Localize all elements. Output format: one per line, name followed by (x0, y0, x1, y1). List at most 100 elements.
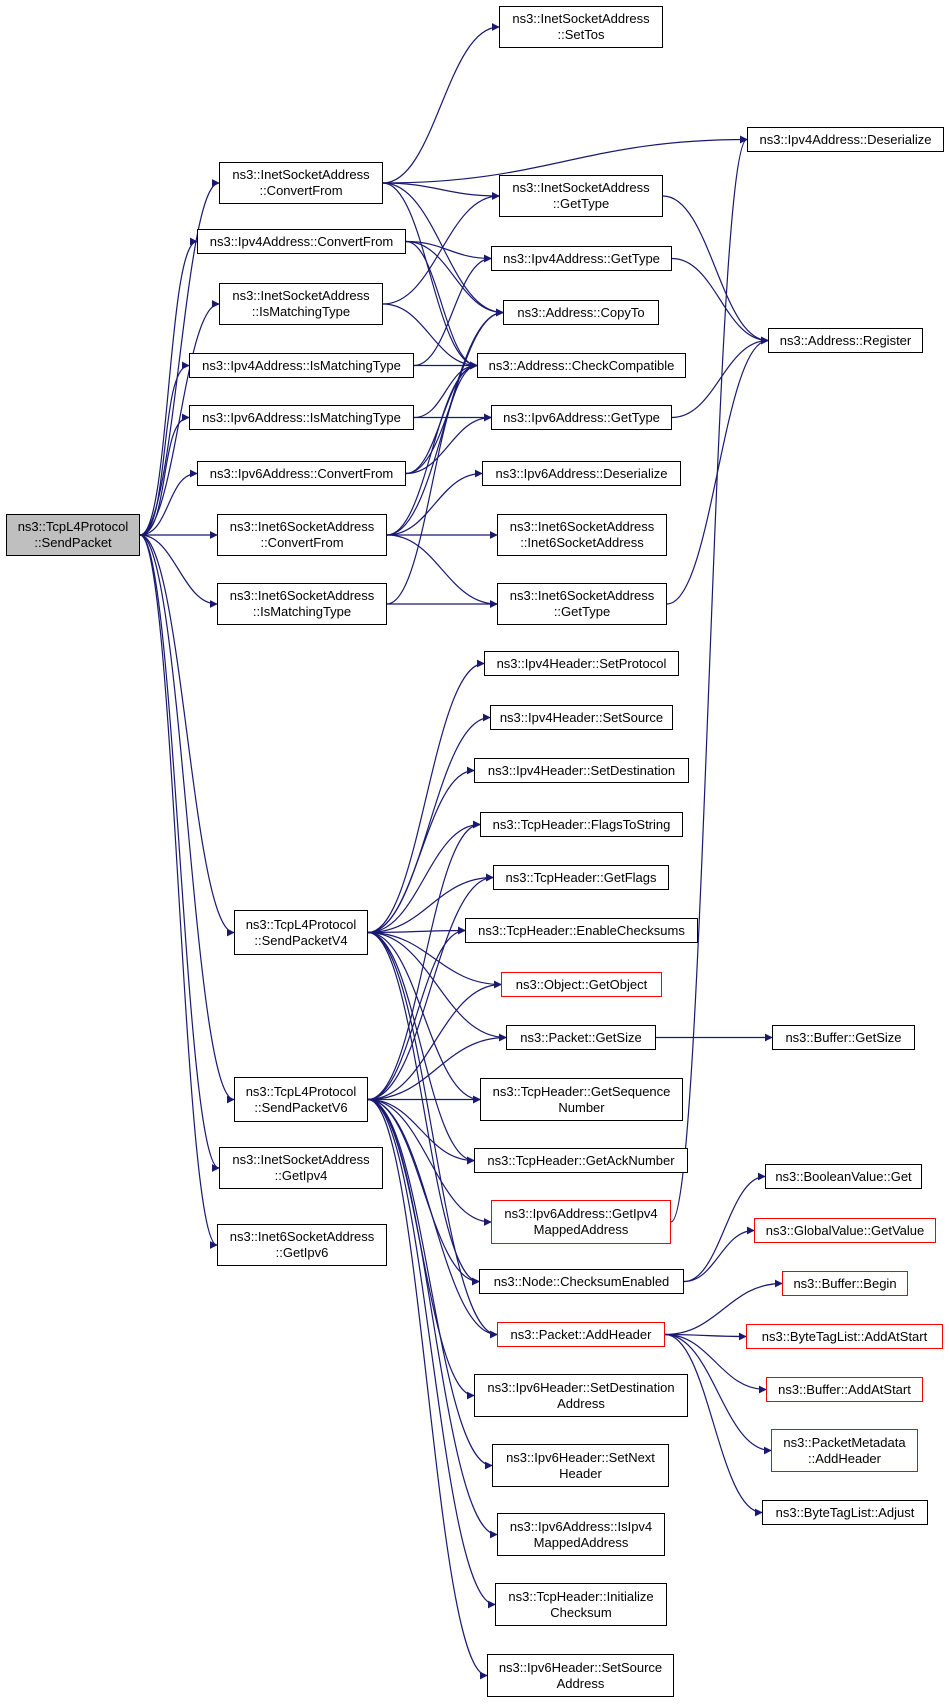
node-tcpl4protocol-sendpacketv6[interactable]: ns3::TcpL4Protocol::SendPacketV6 (234, 1077, 368, 1122)
edge-i6sa_convertfrom-to-addr_checkcompatible (386, 361, 478, 536)
edge-node_checksumenabled-to-globalvalue_getvalue (683, 1226, 755, 1283)
node-buffer-addatstart[interactable]: ns3::Buffer::AddAtStart (766, 1377, 923, 1402)
edge-sendpacketv6-to-tcph_getflags (367, 873, 494, 1101)
node-inet6socketaddress-getipv6[interactable]: ns3::Inet6SocketAddress::GetIpv6 (217, 1224, 387, 1266)
node-ipv4address-gettype[interactable]: ns3::Ipv4Address::GetType (491, 246, 672, 271)
edge-ipv4_convertfrom-to-addr_checkcompatible (405, 240, 478, 370)
edge-sendpacketv6-to-tcph_enablechecksums (367, 926, 466, 1101)
edge-sendpacket-to-ipv6_convertfrom (139, 469, 198, 536)
node-ipv4address-deserialize[interactable]: ns3::Ipv4Address::Deserialize (747, 127, 944, 152)
edge-sendpacketv6-to-ipv6_isipv4mapped (367, 1098, 498, 1539)
edge-ipv6_gettype-to-addr_register (671, 336, 769, 419)
node-ipv4header-setdestination[interactable]: ns3::Ipv4Header::SetDestination (474, 758, 689, 783)
node-inetsocketaddress-getipv4[interactable]: ns3::InetSocketAddress::GetIpv4 (219, 1147, 383, 1189)
node-ipv4header-setprotocol[interactable]: ns3::Ipv4Header::SetProtocol (484, 651, 679, 676)
node-inetsocketaddress-convertfrom[interactable]: ns3::InetSocketAddress::ConvertFrom (219, 162, 383, 204)
edge-sendpacket-to-ipv4_ismatchingtype (139, 361, 190, 536)
edge-sendpacketv6-to-ipv6_getipv4mapped (367, 1098, 492, 1226)
edge-sendpacketv4-to-tcph_enablechecksums (367, 926, 466, 935)
node-ipv4address-convertfrom[interactable]: ns3::Ipv4Address::ConvertFrom (197, 229, 406, 254)
node-ipv4header-setsource[interactable]: ns3::Ipv4Header::SetSource (490, 705, 673, 730)
edge-ipv6_ismatchingtype-to-addr_checkcompatible (413, 361, 478, 419)
node-bytetaglist-addatstart[interactable]: ns3::ByteTagList::AddAtStart (746, 1324, 943, 1349)
node-address-copyto[interactable]: ns3::Address::CopyTo (503, 300, 659, 325)
edge-ipv4_ismatchingtype-to-ipv4_gettype (413, 254, 492, 367)
node-ipv6address-convertfrom[interactable]: ns3::Ipv6Address::ConvertFrom (197, 461, 406, 486)
edge-ipv6_convertfrom-to-ipv6_gettype (405, 413, 492, 475)
edge-sendpacketv6-to-ipv6h_setsource (367, 1098, 488, 1680)
edge-packet_addheader-to-bytetaglist_addatstart (664, 1332, 747, 1341)
node-tcpheader-getacknumber[interactable]: ns3::TcpHeader::GetAckNumber (474, 1148, 688, 1173)
edge-sendpacketv6-to-packet_addheader (367, 1098, 498, 1339)
edge-isa_convertfrom-to-ipv4_deserialize (382, 135, 748, 184)
edge-sendpacket-to-sendpacketv6 (139, 534, 235, 1104)
node-buffer-begin[interactable]: ns3::Buffer::Begin (782, 1271, 908, 1296)
edge-sendpacket-to-isa_getipv4 (139, 534, 220, 1172)
node-address-checkcompatible[interactable]: ns3::Address::CheckCompatible (477, 353, 686, 378)
edge-sendpacketv4-to-node_checksumenabled (367, 931, 480, 1286)
edge-sendpacket-to-sendpacketv4 (139, 534, 235, 937)
node-tcpheader-flagstostring[interactable]: ns3::TcpHeader::FlagsToString (480, 812, 683, 837)
edge-sendpacket-to-i6sa_ismatchingtype (139, 534, 218, 608)
node-tcpheader-enablechecksums[interactable]: ns3::TcpHeader::EnableChecksums (465, 918, 698, 943)
edge-i6sa_convertfrom-to-addr_copyto (386, 308, 504, 536)
node-inetsocketaddress-ismatchingtype[interactable]: ns3::InetSocketAddress::IsMatchingType (219, 283, 383, 325)
edge-sendpacketv6-to-ipv6h_setnextheader (367, 1098, 493, 1470)
node-packetmetadata-addheader[interactable]: ns3::PacketMetadata::AddHeader (771, 1429, 918, 1472)
edge-sendpacketv6-to-tcph_flagstostring (367, 820, 481, 1101)
node-tcpl4protocol-sendpacketv4[interactable]: ns3::TcpL4Protocol::SendPacketV4 (234, 910, 368, 955)
edge-sendpacketv4-to-tcph_flagstostring (367, 820, 481, 934)
node-ipv6address-deserialize[interactable]: ns3::Ipv6Address::Deserialize (482, 461, 681, 486)
node-address-register[interactable]: ns3::Address::Register (768, 328, 923, 353)
node-inetsocketaddress-settos[interactable]: ns3::InetSocketAddress::SetTos (499, 6, 663, 48)
node-inetsocketaddress-gettype[interactable]: ns3::InetSocketAddress::GetType (499, 175, 663, 217)
node-node-checksumenabled[interactable]: ns3::Node::ChecksumEnabled (479, 1269, 684, 1294)
edge-sendpacket-to-i6sa_getipv6 (139, 534, 218, 1249)
node-packet-getsize[interactable]: ns3::Packet::GetSize (506, 1025, 656, 1050)
node-inet6socketaddress-convertfrom[interactable]: ns3::Inet6SocketAddress::ConvertFrom (217, 514, 387, 556)
edge-i6sa_convertfrom-to-i6sa_gettype (386, 534, 498, 608)
edge-sendpacketv6-to-tcph_initializechecksum (367, 1098, 496, 1609)
edge-isa_convertfrom-to-isa_settos (382, 23, 500, 184)
edge-sendpacketv4-to-packet_getsize (367, 931, 507, 1042)
node-globalvalue-getvalue[interactable]: ns3::GlobalValue::GetValue (754, 1218, 936, 1243)
edge-sendpacketv6-to-tcph_getacknumber (367, 1098, 475, 1165)
node-ipv4address-ismatchingtype[interactable]: ns3::Ipv4Address::IsMatchingType (189, 353, 414, 378)
edge-ipv4_convertfrom-to-ipv4_gettype (405, 240, 492, 263)
node-bytetaglist-adjust[interactable]: ns3::ByteTagList::Adjust (762, 1500, 928, 1525)
node-tcpheader-getflags[interactable]: ns3::TcpHeader::GetFlags (493, 865, 669, 890)
edge-sendpacket-to-isa_convertfrom (139, 179, 220, 536)
node-inet6socketaddress-ismatchingtype[interactable]: ns3::Inet6SocketAddress::IsMatchingType (217, 583, 387, 625)
edge-sendpacket-to-ipv6_ismatchingtype (139, 413, 190, 536)
node-buffer-getsize[interactable]: ns3::Buffer::GetSize (772, 1025, 915, 1050)
edge-ipv4_gettype-to-addr_register (671, 257, 769, 345)
node-ipv6address-gettype[interactable]: ns3::Ipv6Address::GetType (491, 405, 672, 430)
edge-i6sa_convertfrom-to-ipv6_deserialize (386, 469, 483, 536)
node-tcpl4protocol-sendpacket[interactable]: ns3::TcpL4Protocol::SendPacket (6, 514, 140, 556)
edge-sendpacketv6-to-packet_getsize (367, 1033, 507, 1101)
node-inet6socketaddress-constructor[interactable]: ns3::Inet6SocketAddress::Inet6SocketAddr… (497, 514, 667, 556)
node-inet6socketaddress-gettype[interactable]: ns3::Inet6SocketAddress::GetType (497, 583, 667, 625)
edge-sendpacketv6-to-object_getobject (367, 980, 502, 1101)
edge-isa_ismatchingtype-to-isa_gettype (382, 192, 500, 305)
edge-packet_addheader-to-packetmetadata_addheader (664, 1333, 772, 1455)
edge-packet_addheader-to-bytetaglist_adjust (664, 1333, 763, 1517)
edge-packet_addheader-to-buffer_addatstart (664, 1333, 767, 1394)
edge-node_checksumenabled-to-booleanvalue_get (683, 1172, 766, 1283)
node-packet-addheader[interactable]: ns3::Packet::AddHeader (497, 1322, 665, 1347)
edge-isa_convertfrom-to-addr_checkcompatible (382, 182, 478, 370)
node-object-getobject[interactable]: ns3::Object::GetObject (501, 972, 662, 997)
edge-sendpacketv4-to-ipv4h_setprotocol (367, 659, 485, 934)
edge-ipv4_convertfrom-to-addr_copyto (405, 240, 504, 317)
node-booleanvalue-get[interactable]: ns3::BooleanValue::Get (765, 1164, 922, 1189)
edge-ipv6_getipv4mapped-to-ipv4_deserialize (670, 135, 748, 1223)
edge-packet_addheader-to-buffer_begin (664, 1279, 783, 1336)
node-ipv6address-ismatchingtype[interactable]: ns3::Ipv6Address::IsMatchingType (189, 405, 414, 430)
